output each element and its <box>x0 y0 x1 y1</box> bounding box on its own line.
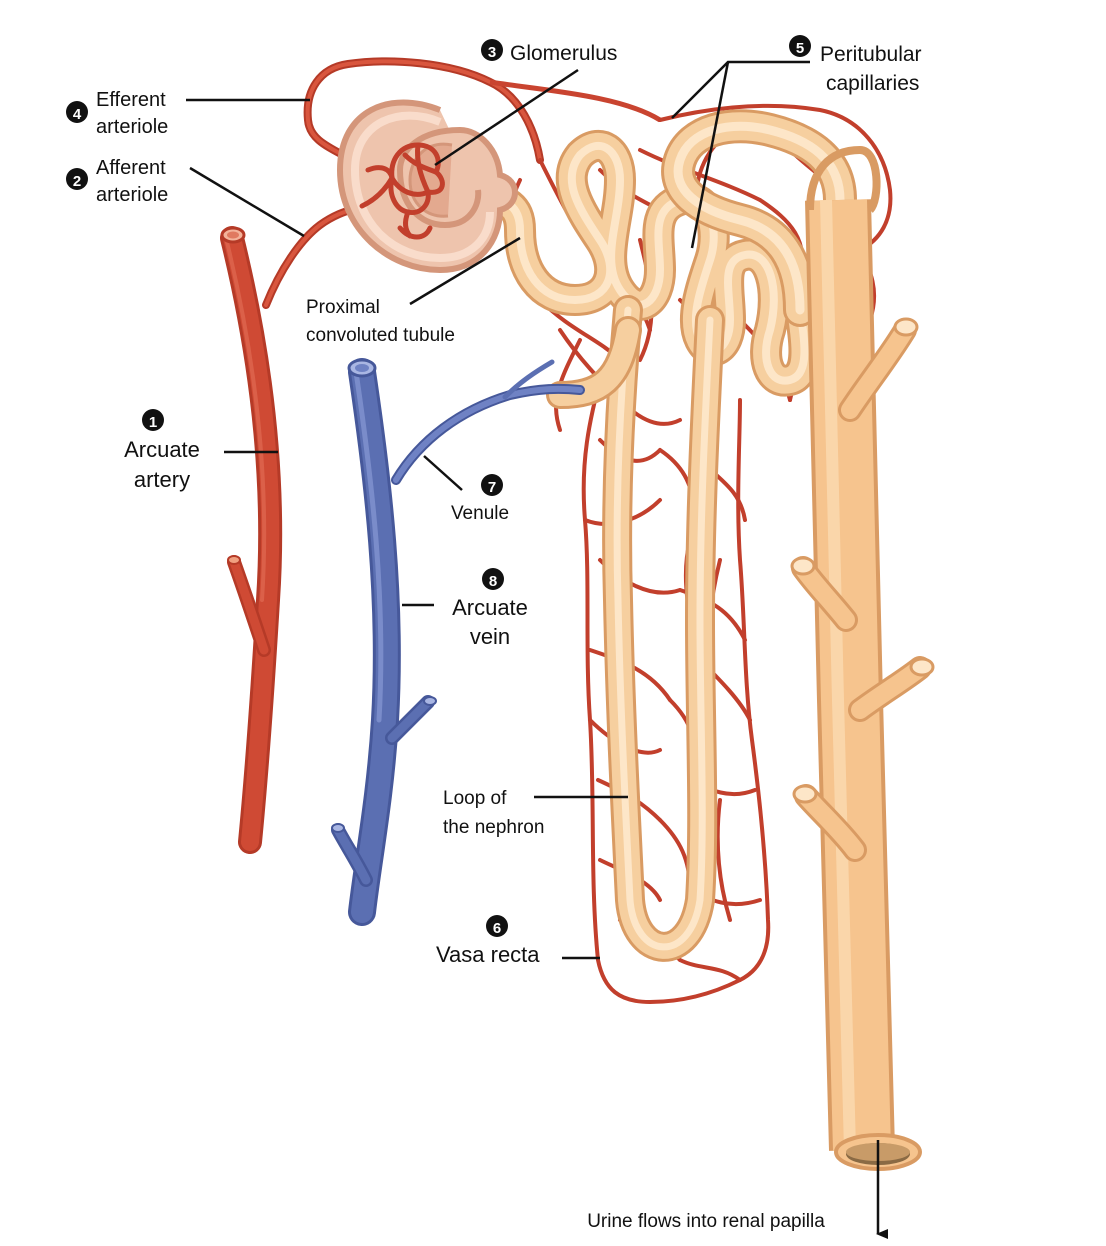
label-venule: Venule <box>451 503 509 524</box>
svg-text:Efferent: Efferent <box>96 89 166 111</box>
svg-text:Venule: Venule <box>451 503 509 524</box>
svg-text:Vasa recta: Vasa recta <box>436 942 540 967</box>
svg-text:Peritubular: Peritubular <box>820 43 922 66</box>
badge-7: 7 <box>481 474 503 496</box>
svg-text:the nephron: the nephron <box>443 817 544 838</box>
label-vasa-recta: Vasa recta <box>436 942 540 967</box>
label-efferent-arteriole: Efferent arteriole <box>96 89 168 138</box>
svg-text:Afferent: Afferent <box>96 157 166 179</box>
svg-text:Urine flows into renal papilla: Urine flows into renal papilla <box>587 1211 825 1232</box>
leader-lines <box>186 60 888 1239</box>
svg-text:4: 4 <box>73 106 82 123</box>
badge-4: 4 <box>66 101 88 123</box>
svg-text:3: 3 <box>488 44 496 61</box>
badge-3: 3 <box>481 39 503 61</box>
svg-text:7: 7 <box>488 479 496 496</box>
label-loop-of-nephron: Loop of the nephron <box>443 788 544 838</box>
svg-text:artery: artery <box>134 467 190 492</box>
label-glomerulus: Glomerulus <box>510 42 617 65</box>
label-arcuate-artery: Arcuate artery <box>124 437 200 492</box>
svg-text:Loop of: Loop of <box>443 788 507 809</box>
venule-vessel <box>391 359 585 485</box>
badge-5: 5 <box>789 35 811 57</box>
leader-glomerulus <box>434 68 579 167</box>
svg-text:arteriole: arteriole <box>96 184 168 206</box>
svg-text:arteriole: arteriole <box>96 116 168 138</box>
label-urine-flow: Urine flows into renal papilla <box>587 1211 825 1232</box>
label-peritubular-capillaries: Peritubular capillaries <box>820 43 922 95</box>
svg-text:1: 1 <box>149 414 157 431</box>
efferent-arteriole-vessel <box>303 57 662 174</box>
svg-text:Proximal: Proximal <box>306 297 380 318</box>
label-proximal-tubule: Proximal convoluted tubule <box>306 297 455 346</box>
label-arcuate-vein: Arcuate vein <box>452 595 528 649</box>
arcuate-vein-vessel <box>331 358 437 926</box>
renal-tubule <box>454 109 857 962</box>
svg-text:8: 8 <box>489 573 497 590</box>
svg-text:convoluted tubule: convoluted tubule <box>306 325 455 346</box>
svg-text:Glomerulus: Glomerulus <box>510 42 617 65</box>
leader-venule <box>423 455 463 491</box>
badge-8: 8 <box>482 568 504 590</box>
svg-text:Arcuate: Arcuate <box>124 437 200 462</box>
svg-text:6: 6 <box>493 920 501 937</box>
svg-text:Arcuate: Arcuate <box>452 595 528 620</box>
badge-1: 1 <box>142 409 164 431</box>
badge-6: 6 <box>486 915 508 937</box>
svg-text:5: 5 <box>796 40 804 57</box>
label-afferent-arteriole: Afferent arteriole <box>96 157 168 206</box>
svg-text:2: 2 <box>73 173 81 190</box>
svg-text:capillaries: capillaries <box>826 72 919 95</box>
leader-proximal <box>409 236 521 306</box>
collecting-duct <box>790 145 935 1171</box>
leader-peritubular-2 <box>690 61 730 249</box>
glomerulus-capillaries <box>359 142 445 240</box>
arcuate-artery-vessel <box>220 226 283 854</box>
svg-text:vein: vein <box>470 624 510 649</box>
leader-afferent <box>189 166 305 238</box>
badge-2: 2 <box>66 168 88 190</box>
